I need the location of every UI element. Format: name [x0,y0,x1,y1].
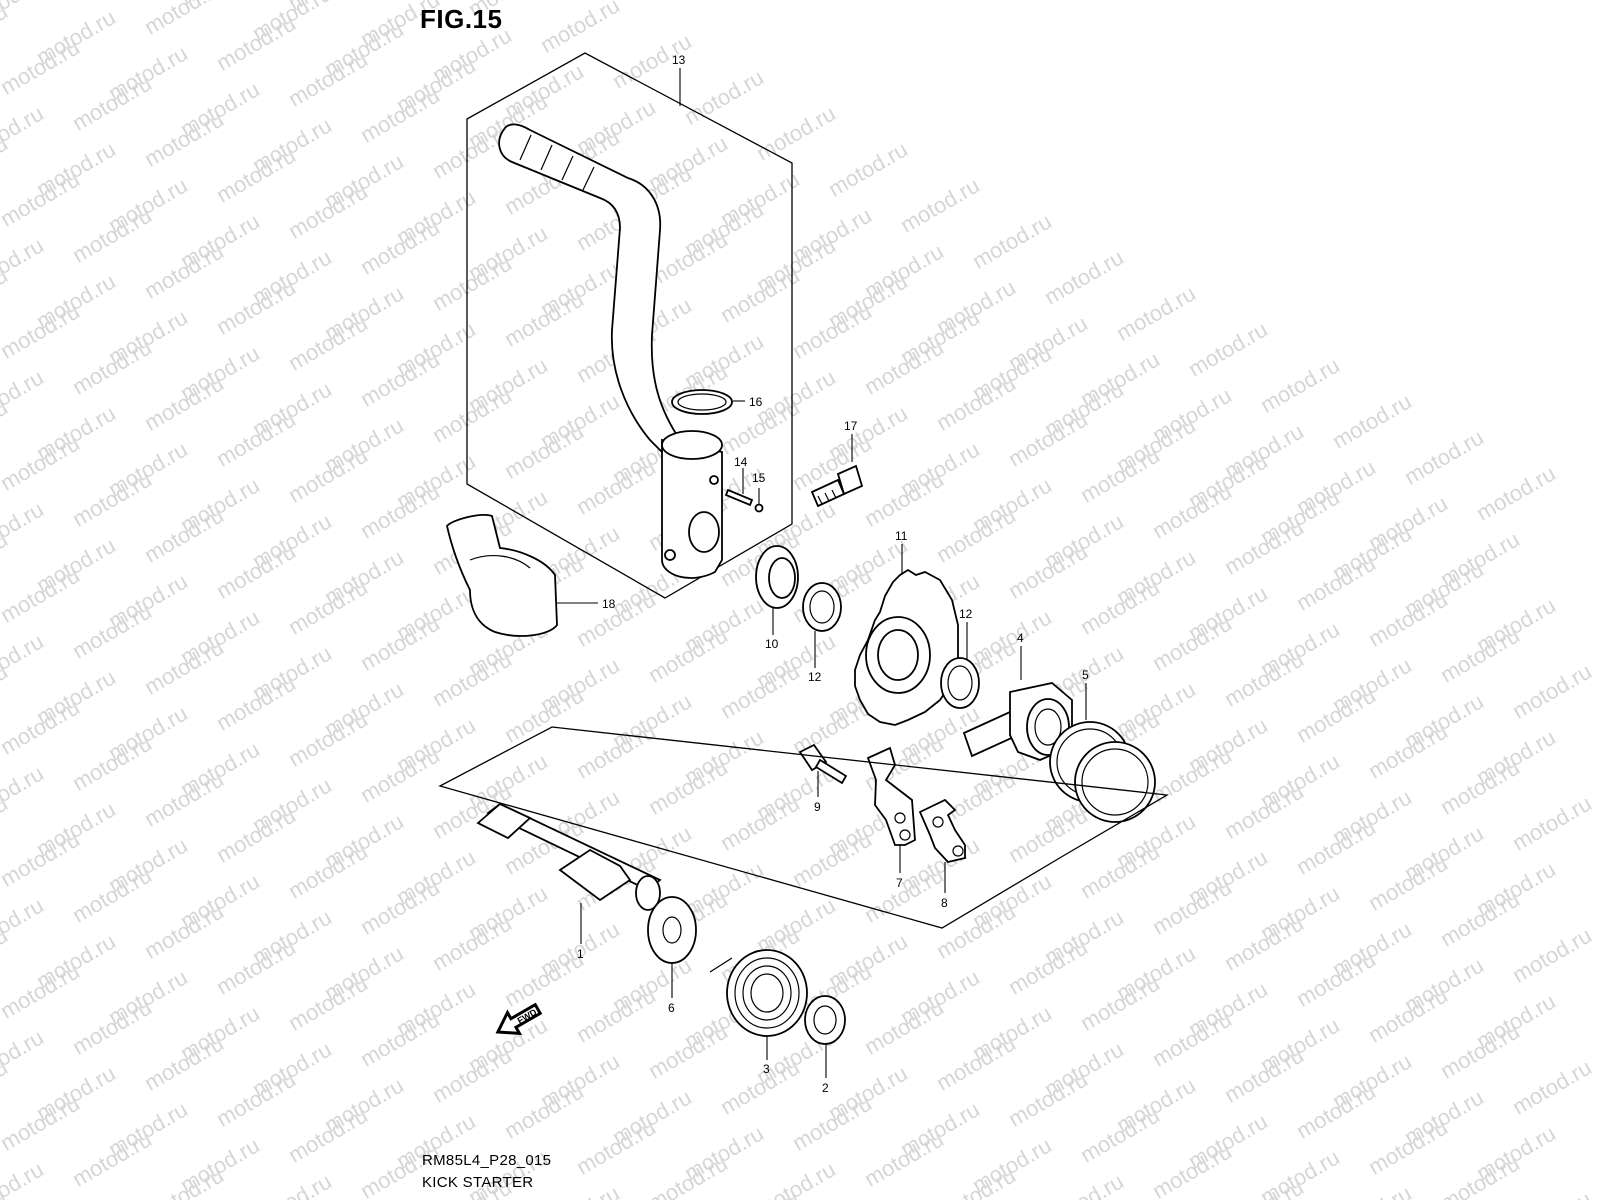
callout-15: 15 [752,471,766,485]
part-2-spring-guide [804,995,846,1045]
leader-lines [557,68,1087,1078]
callout-1: 1 [577,947,584,961]
callout-6: 6 [668,1001,675,1015]
part-1-kick-shaft [476,802,662,911]
part-10-oil-seal [755,545,799,609]
part-8-plate [918,798,966,863]
callout-14: 14 [734,455,748,469]
part-3-spring [709,949,808,1037]
figure-name: KICK STARTER [422,1174,534,1191]
callouts: 13 16 14 15 17 11 18 10 12 12 4 5 9 7 8 … [577,53,1089,1095]
part-6-washer [647,896,697,964]
callout-3: 3 [763,1062,770,1076]
part-5-spring [1049,721,1156,823]
callout-2: 2 [822,1081,829,1095]
callout-11: 11 [895,529,908,543]
assembly-box-13 [466,52,793,599]
callout-4: 4 [1017,631,1024,645]
figure-title: FIG.15 [420,4,503,34]
part-11-kick-gear [854,568,959,726]
callout-5: 5 [1082,668,1089,682]
part-7-plate [866,746,916,846]
part-18-boot [446,514,558,637]
fwd-arrow-icon: FWD [495,1002,543,1036]
figure-code: RM85L4_P28_015 [422,1152,552,1169]
callout-9: 9 [814,800,821,814]
part-17-bolt [810,464,864,508]
callout-12-right: 12 [959,607,973,621]
part-16-circlip [671,389,733,415]
callout-17: 17 [844,419,858,433]
part-12-washer-right [940,657,980,709]
callout-7: 7 [896,876,903,890]
part-14-pin [724,488,754,507]
part-13-kick-lever [498,123,723,579]
part-12-washer-left [802,582,842,632]
part-9-bolt [798,743,848,785]
part-15-ball [754,503,764,513]
callout-8: 8 [941,896,948,910]
callout-13: 13 [672,53,686,67]
callout-10: 10 [765,637,779,651]
assembly-box-shaft [438,726,1170,929]
callout-18: 18 [602,597,616,611]
callout-16: 16 [749,395,763,409]
callout-12-left: 12 [808,670,822,684]
